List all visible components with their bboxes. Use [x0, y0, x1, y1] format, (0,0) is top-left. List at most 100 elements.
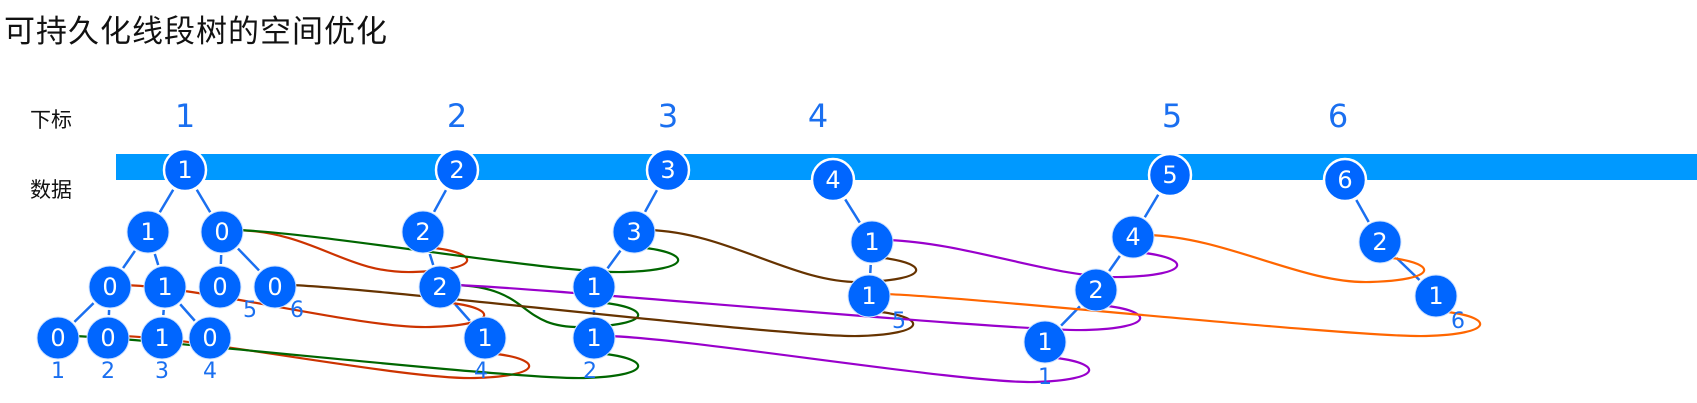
- node-value: 1: [1037, 328, 1052, 356]
- node-circle: [418, 265, 462, 309]
- leaf-position-label: 4: [203, 359, 217, 384]
- version-index-label: 5: [1162, 97, 1182, 135]
- node-value: 1: [157, 273, 172, 301]
- node-circle: [86, 316, 130, 360]
- tree-edge: [1108, 255, 1121, 272]
- leaf-position-label: 6: [1451, 309, 1465, 334]
- version-root-node: 6: [1322, 157, 1368, 203]
- node-value: 0: [214, 218, 229, 246]
- reuse-link: [647, 228, 918, 284]
- node-value: 1: [177, 156, 192, 184]
- node-circle: [810, 157, 856, 203]
- reuse-link: [882, 292, 1482, 338]
- tree-edge: [73, 302, 95, 323]
- tree-node: 2: [418, 265, 462, 309]
- node-value: 0: [212, 273, 227, 301]
- leaf-position-label: 1: [1038, 365, 1052, 390]
- node-circle: [140, 316, 184, 360]
- tree-node: 1: [140, 316, 184, 360]
- version-root-node: 1: [162, 147, 208, 193]
- node-value: 2: [1372, 228, 1387, 256]
- node-circle: [162, 147, 208, 193]
- tree-node: 0: [253, 265, 297, 309]
- reuse-link: [607, 334, 1091, 384]
- node-circle: [463, 316, 507, 360]
- node-circle: [572, 316, 616, 360]
- node-circle: [88, 265, 132, 309]
- tree-edge: [844, 198, 861, 224]
- tree-edge: [153, 253, 160, 266]
- tree-edge: [1355, 199, 1370, 223]
- tree-edge: [195, 189, 212, 213]
- node-value: 1: [586, 324, 601, 352]
- tree-node: 0: [88, 265, 132, 309]
- index-row-label: 下标: [30, 108, 72, 132]
- tree-node: 0: [36, 316, 80, 360]
- tree-node: 1: [463, 316, 507, 360]
- node-value: 1: [154, 324, 169, 352]
- data-row-label: 数据: [30, 178, 72, 202]
- tree-edge: [179, 303, 196, 322]
- tree-node: 0: [188, 316, 232, 360]
- node-value: 3: [660, 156, 675, 184]
- node-circle: [253, 265, 297, 309]
- node-circle: [847, 274, 891, 318]
- node-value: 0: [202, 324, 217, 352]
- tree-edge: [122, 250, 136, 269]
- reuse-link: [453, 283, 1142, 332]
- tree-node: 0: [200, 210, 244, 254]
- node-circle: [1147, 152, 1193, 198]
- node-value: 1: [586, 273, 601, 301]
- tree-node: 1: [1414, 274, 1458, 318]
- leaf-position-label: 2: [101, 359, 115, 384]
- node-value: 5: [1162, 161, 1177, 189]
- tree-edge: [428, 253, 435, 266]
- tree-node: 2: [1074, 268, 1118, 312]
- tree-edge: [454, 303, 471, 322]
- version-index-label: 3: [658, 97, 678, 135]
- root-array-bar: [116, 154, 1697, 180]
- node-value: 0: [50, 324, 65, 352]
- tree-node: 1: [572, 316, 616, 360]
- tree-node: 1: [143, 265, 187, 309]
- version-root-node: 2: [434, 147, 480, 193]
- tree-node: 3: [612, 210, 656, 254]
- reuse-link: [1146, 233, 1426, 284]
- node-value: 1: [861, 282, 876, 310]
- leaf-position-label: 6: [290, 298, 304, 323]
- reuse-link: [123, 283, 486, 329]
- node-value: 1: [1428, 282, 1443, 310]
- leaf-position-label: 4: [474, 359, 488, 384]
- node-circle: [572, 265, 616, 309]
- node-circle: [1023, 320, 1067, 364]
- node-circle: [126, 210, 170, 254]
- node-value: 1: [140, 218, 155, 246]
- node-value: 0: [100, 324, 115, 352]
- version-root-node: 5: [1147, 152, 1193, 198]
- node-circle: [200, 210, 244, 254]
- node-circle: [143, 265, 187, 309]
- node-circle: [198, 265, 242, 309]
- node-value: 0: [267, 273, 282, 301]
- version-root-node: 3: [645, 147, 691, 193]
- reuse-link: [288, 283, 915, 338]
- node-circle: [612, 210, 656, 254]
- tree-node: 4: [1111, 215, 1155, 259]
- node-value: 4: [825, 166, 840, 194]
- node-value: 2: [415, 218, 430, 246]
- node-circle: [1074, 268, 1118, 312]
- node-circle: [36, 316, 80, 360]
- tree-node: 0: [198, 265, 242, 309]
- tree-node: 1: [1023, 320, 1067, 364]
- page-title: 可持久化线段树的空间优化: [4, 14, 388, 50]
- tree-node: 1: [126, 210, 170, 254]
- node-value: 4: [1125, 223, 1140, 251]
- node-value: 0: [102, 273, 117, 301]
- node-value: 2: [1088, 276, 1103, 304]
- tree-node: 1: [572, 265, 616, 309]
- leaf-position-label: 2: [583, 359, 597, 384]
- node-circle: [1358, 220, 1402, 264]
- node-circle: [1414, 274, 1458, 318]
